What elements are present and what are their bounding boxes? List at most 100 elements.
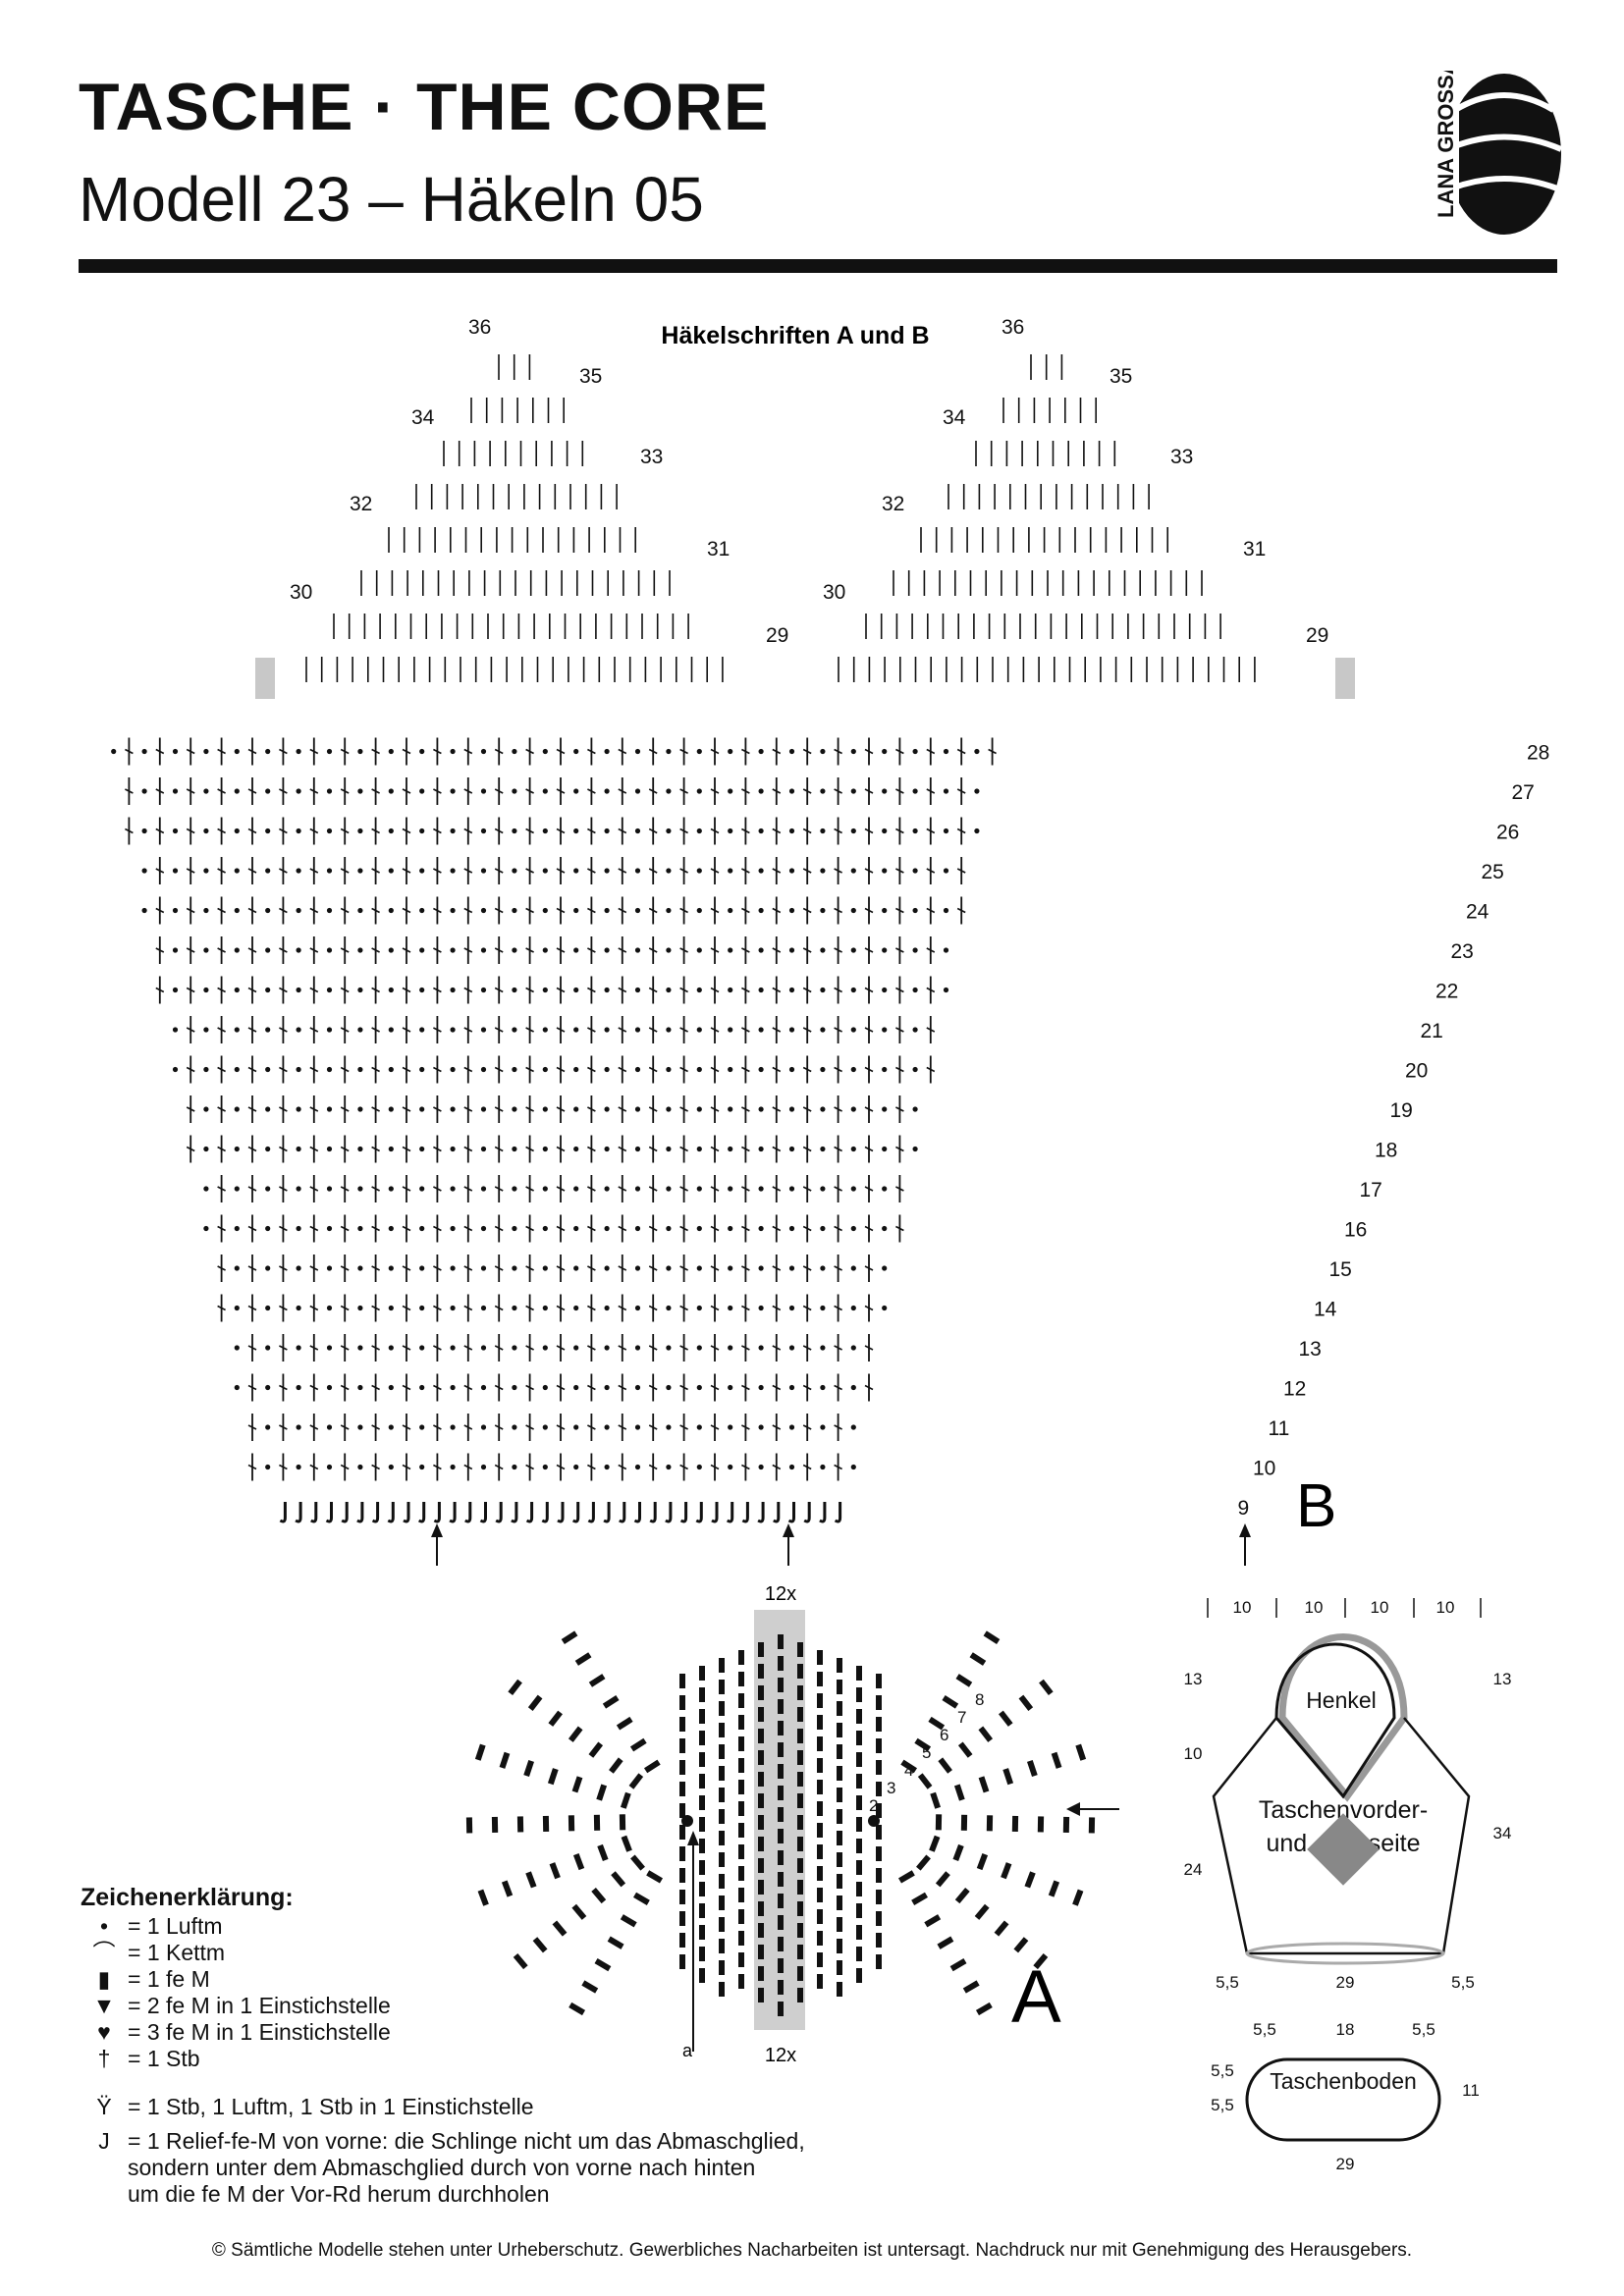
chain-stitch xyxy=(788,1066,795,1073)
dc-crossbar xyxy=(186,1027,195,1033)
row-label: 25 xyxy=(1482,861,1504,883)
dc-crossbar xyxy=(186,868,195,874)
sc-bar xyxy=(837,1917,842,1932)
dc-crossbar xyxy=(679,1345,688,1351)
sc-bar xyxy=(856,1731,862,1745)
dc-crossbar xyxy=(710,828,720,834)
front-post-sc xyxy=(819,1502,827,1523)
sc-bar xyxy=(837,1744,842,1759)
dc-crossbar xyxy=(648,1186,658,1192)
dc-crossbar xyxy=(618,1265,627,1271)
row-label: 13 xyxy=(1299,1338,1322,1361)
chain-stitch xyxy=(388,1225,394,1232)
chain-stitch xyxy=(357,748,363,755)
sc-bar xyxy=(983,1630,1001,1645)
chain-stitch xyxy=(758,947,764,953)
chain-stitch xyxy=(728,868,733,874)
chain-stitch xyxy=(666,1225,672,1232)
sc-bar xyxy=(778,1721,784,1735)
chain-stitch xyxy=(604,868,610,874)
sc-bar xyxy=(797,1901,803,1916)
chain-stitch xyxy=(604,907,610,914)
dc-crossbar xyxy=(494,907,504,914)
chain-stitch xyxy=(912,1066,918,1073)
chain-stitch xyxy=(203,987,209,993)
chain-stitch xyxy=(850,947,856,953)
peak-label: 36 xyxy=(468,316,491,339)
dc-crossbar xyxy=(371,1464,380,1470)
chain-stitch xyxy=(634,1225,641,1232)
chain-stitch xyxy=(141,868,147,874)
sc-bar xyxy=(572,1853,585,1871)
sc-bar xyxy=(817,1650,823,1665)
chain-stitch xyxy=(419,1146,425,1152)
chain-stitch xyxy=(634,868,641,874)
legend-item: •= 1 Luftm xyxy=(81,1913,805,1940)
sc-bar xyxy=(758,1664,764,1679)
sc-bar xyxy=(738,1758,744,1773)
sc-bar xyxy=(571,1776,583,1793)
chain-stitch xyxy=(141,907,147,914)
sc-bar xyxy=(1024,1871,1036,1889)
sc-bar xyxy=(719,1658,725,1673)
dc-crossbar xyxy=(279,947,288,953)
chain-stitch xyxy=(850,788,856,794)
chain-stitch xyxy=(480,828,487,834)
sc-bar xyxy=(778,1958,784,1973)
dc-crossbar xyxy=(525,1225,534,1232)
chain-stitch xyxy=(820,748,826,755)
measure-label: 5,5 xyxy=(1216,1973,1239,1992)
dc-crossbar xyxy=(679,748,688,755)
sc-bar xyxy=(699,1925,705,1940)
sc-bar xyxy=(856,1925,862,1940)
dc-crossbar xyxy=(741,1305,750,1311)
dc-crossbar xyxy=(125,828,134,834)
dc-crossbar xyxy=(309,1146,319,1152)
chain-stitch xyxy=(326,1066,333,1073)
front-post-sc xyxy=(279,1502,287,1523)
chain-stitch xyxy=(728,1384,733,1391)
dc-crossbar xyxy=(741,1424,750,1430)
chain-stitch xyxy=(234,1027,240,1033)
dc-crossbar xyxy=(340,1424,350,1430)
chain-stitch xyxy=(728,1066,733,1073)
chain-stitch xyxy=(480,1424,487,1430)
sc-bar xyxy=(938,1757,952,1774)
dc-crossbar xyxy=(618,1345,627,1351)
dc-crossbar xyxy=(309,907,319,914)
dc-crossbar xyxy=(772,1384,782,1391)
sc-bar xyxy=(876,1782,882,1796)
dc-crossbar xyxy=(587,1066,596,1073)
marker-box xyxy=(1335,658,1355,699)
chain-stitch xyxy=(604,828,610,834)
row-label: 21 xyxy=(1421,1020,1443,1042)
front-post-sc xyxy=(325,1502,333,1523)
dc-crossbar xyxy=(679,1225,688,1232)
row-label: 16 xyxy=(1344,1219,1367,1242)
round-label: 5 xyxy=(922,1743,931,1762)
row-label: 27 xyxy=(1512,781,1535,804)
measure-label: 11 xyxy=(1462,2081,1480,2100)
sc-bar xyxy=(856,1839,862,1853)
dc-crossbar xyxy=(956,907,966,914)
sc-bar xyxy=(758,1966,764,1981)
dc-crossbar xyxy=(556,1106,566,1112)
chain-stitch xyxy=(696,1464,702,1470)
sc-bar xyxy=(797,1664,803,1679)
dc-crossbar xyxy=(463,1305,473,1311)
chain-stitch xyxy=(172,947,179,953)
chain-stitch xyxy=(943,788,949,794)
dc-crossbar xyxy=(618,1384,627,1391)
dc-crossbar xyxy=(217,1027,226,1033)
chain-stitch xyxy=(296,1265,301,1271)
dc-crossbar xyxy=(463,1345,473,1351)
chain-stitch xyxy=(573,748,579,755)
dc-crossbar xyxy=(648,868,658,874)
dc-crossbar xyxy=(587,1106,596,1112)
dc-crossbar xyxy=(463,1027,473,1033)
dc-crossbar xyxy=(247,1265,257,1271)
chain-stitch xyxy=(666,1066,672,1073)
sc-bar xyxy=(837,1831,842,1845)
front-post-sc xyxy=(295,1502,302,1523)
sc-bar xyxy=(952,1843,964,1861)
